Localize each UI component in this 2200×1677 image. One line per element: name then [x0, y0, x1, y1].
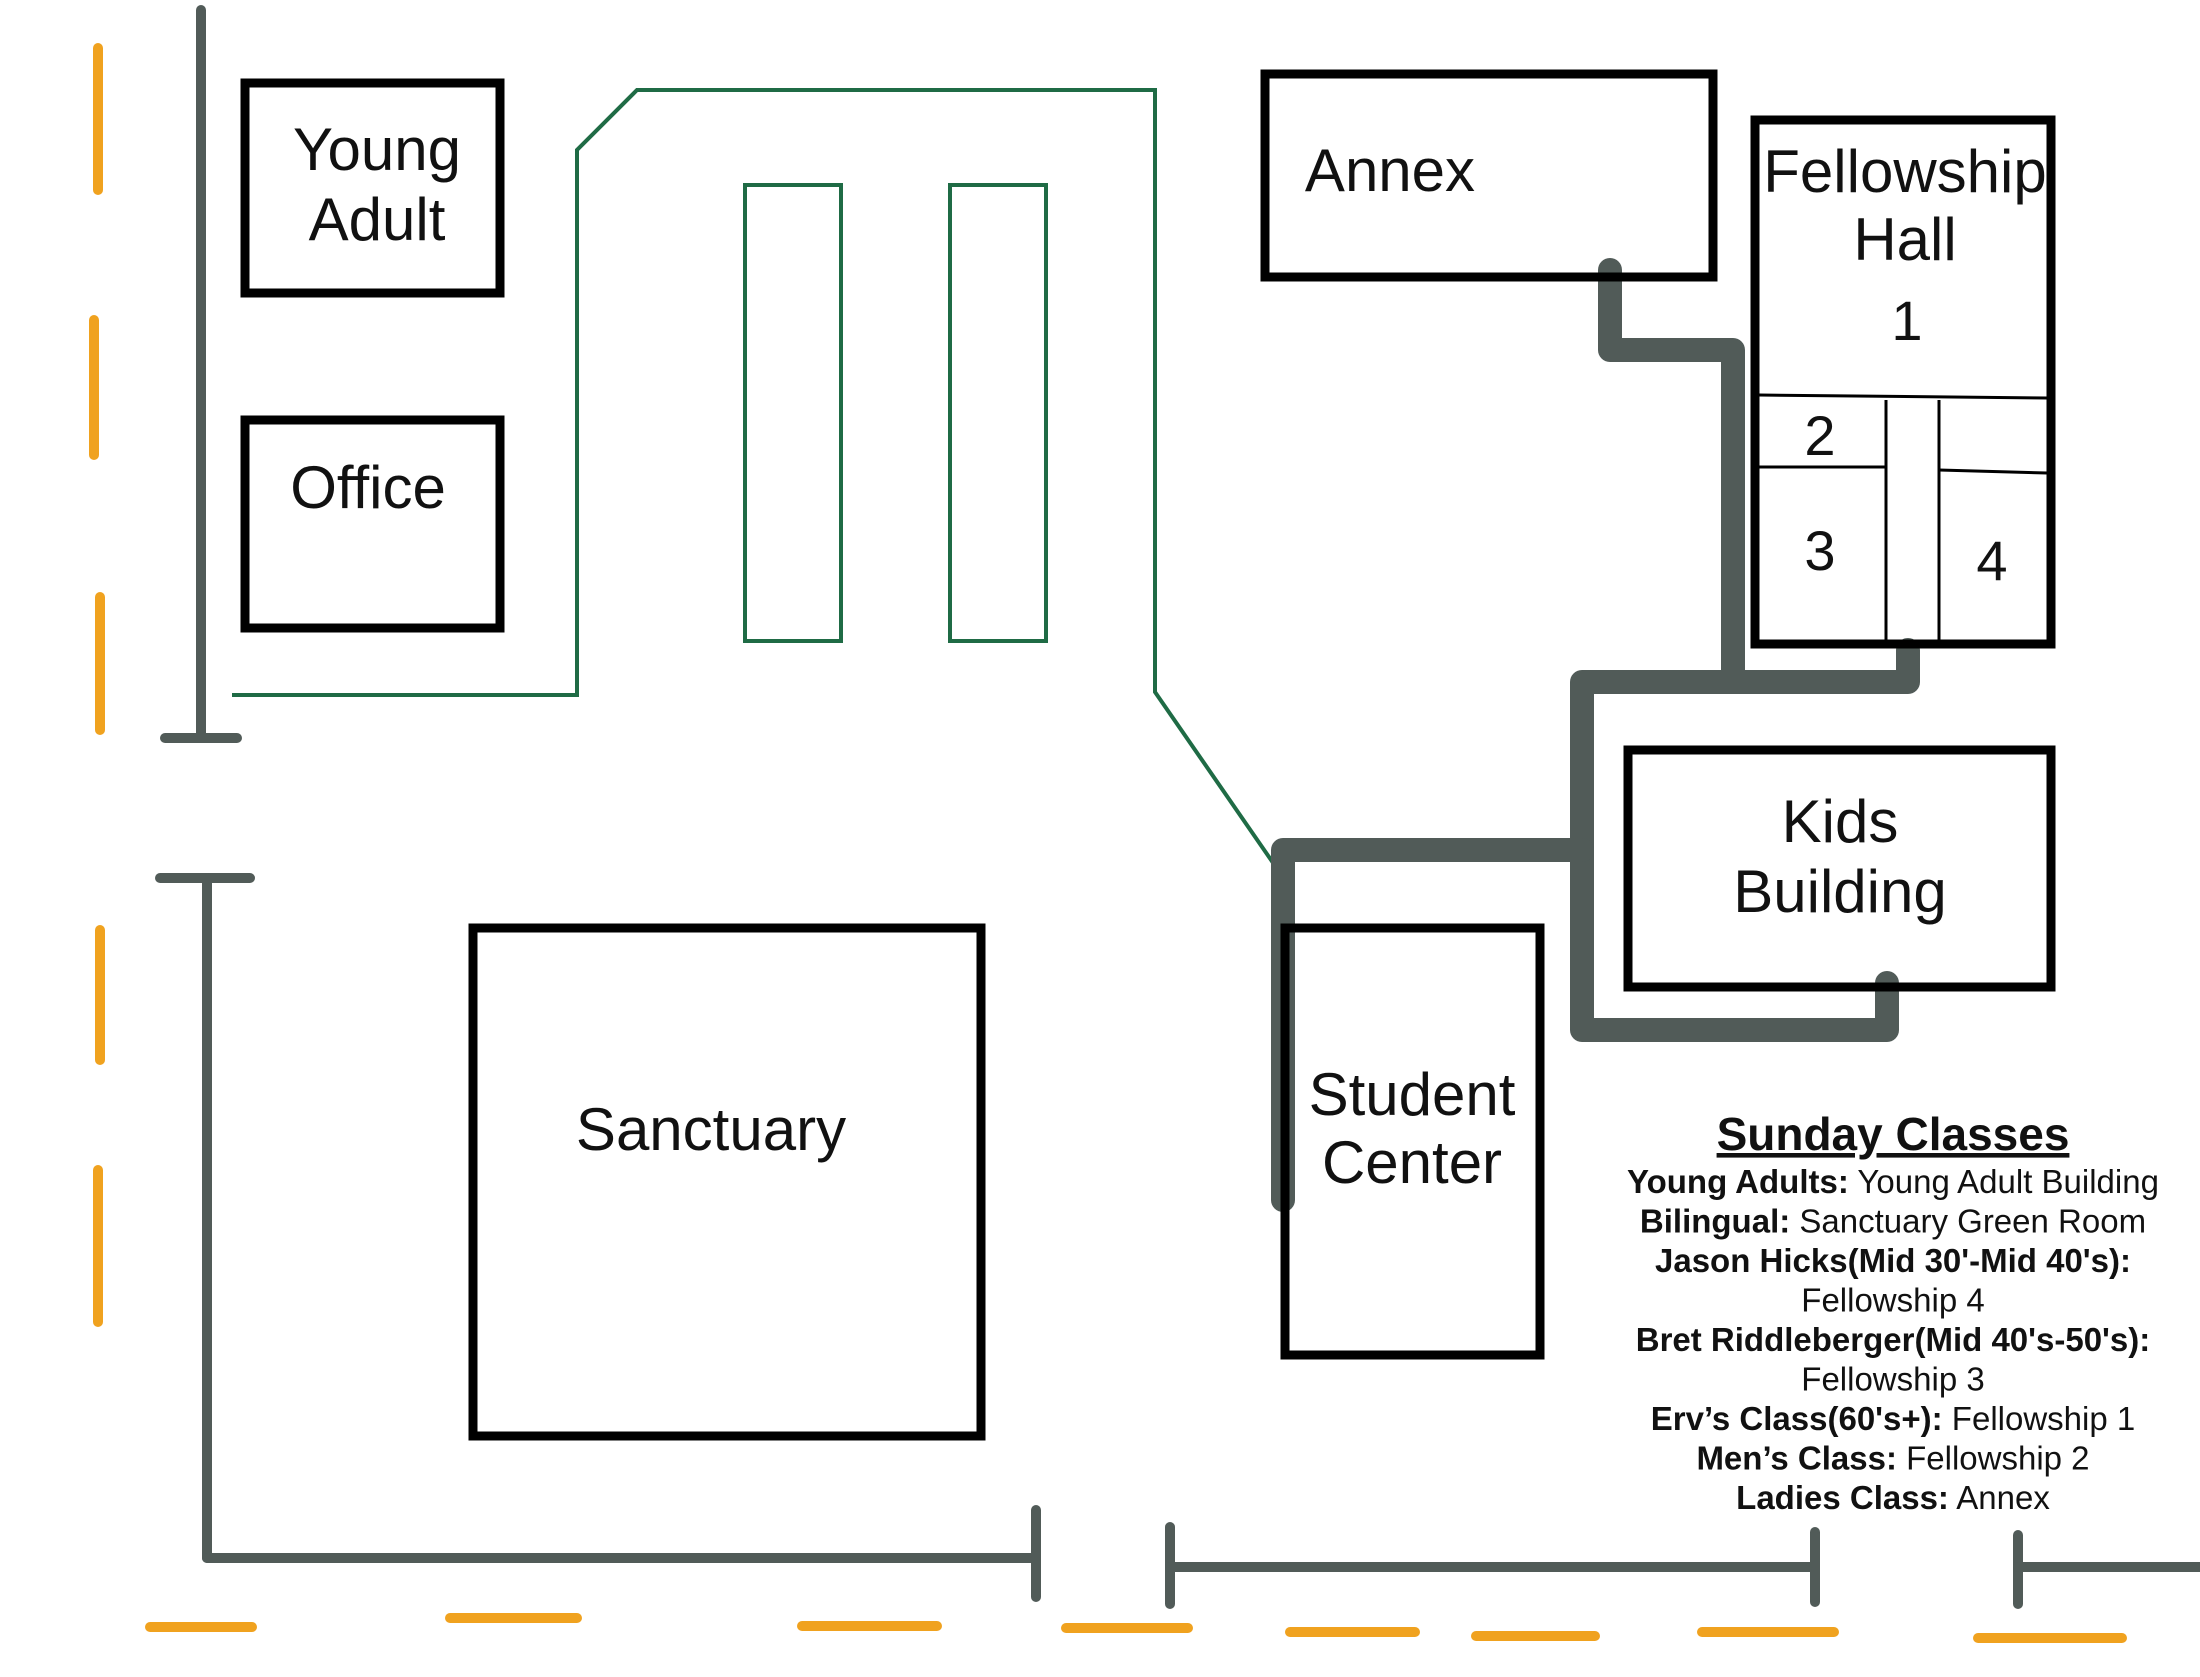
annex-building — [1260, 69, 1718, 282]
kids-building — [1623, 745, 2056, 992]
student-center-building — [1280, 923, 1545, 1360]
legend-lines: Young Adults: Young Adult BuildingBiling… — [1627, 1163, 2159, 1516]
sanctuary-building — [468, 923, 986, 1441]
fellowship-hall-building — [1750, 115, 2056, 649]
legend-line-key: Bilingual: — [1640, 1203, 1790, 1240]
legend-line-value: Fellowship 4 — [1801, 1282, 1984, 1319]
sanctuary-label: Sanctuary — [576, 1096, 846, 1163]
sunday-classes-legend: Sunday Classes Young Adults: Young Adult… — [1627, 1108, 2159, 1516]
legend-line-value: Fellowship 2 — [1897, 1440, 2090, 1477]
fellowship-room-1: 1 — [1891, 289, 1922, 352]
legend-line: Fellowship 4 — [1801, 1282, 1984, 1319]
legend-line: Bret Riddleberger(Mid 40's-50's): — [1636, 1321, 2150, 1358]
street-markings — [89, 43, 2127, 1643]
legend-line: Erv’s Class(60's+): Fellowship 1 — [1651, 1400, 2135, 1437]
young-adult-label-line2: Adult — [309, 186, 446, 253]
legend-line-value: Annex — [1949, 1479, 2050, 1516]
boundary-walls — [155, 5, 2200, 1609]
student-center-label-line1: Student — [1309, 1061, 1516, 1128]
legend-line: Young Adults: Young Adult Building — [1627, 1163, 2159, 1200]
legend-line-key: Jason Hicks(Mid 30'-Mid 40's): — [1655, 1242, 2131, 1279]
legend-line-key: Young Adults: — [1627, 1163, 1849, 1200]
legend-line: Ladies Class: Annex — [1736, 1479, 2050, 1516]
legend-line-value: Young Adult Building — [1849, 1163, 2159, 1200]
parking-lot — [232, 88, 1280, 872]
legend-line-key: Bret Riddleberger(Mid 40's-50's): — [1636, 1321, 2150, 1358]
fellowship-room-2: 2 — [1804, 404, 1835, 467]
legend-line: Jason Hicks(Mid 30'-Mid 40's): — [1655, 1242, 2131, 1279]
legend-title: Sunday Classes — [1717, 1108, 2070, 1160]
legend-line-key: Erv’s Class(60's+): — [1651, 1400, 1943, 1437]
legend-line-key: Ladies Class: — [1736, 1479, 1949, 1516]
kids-building-label-line1: Kids — [1782, 788, 1899, 855]
office-building — [240, 415, 505, 633]
legend-line: Bilingual: Sanctuary Green Room — [1640, 1203, 2146, 1240]
fellowship-room-3: 3 — [1804, 519, 1835, 582]
legend-line: Men’s Class: Fellowship 2 — [1696, 1440, 2089, 1477]
legend-line-value: Fellowship 3 — [1801, 1361, 1984, 1398]
young-adult-building — [240, 78, 505, 298]
annex-label: Annex — [1305, 137, 1475, 204]
student-center-label-line2: Center — [1322, 1129, 1502, 1196]
kids-building-label-line2: Building — [1733, 858, 1947, 925]
fellowship-hall-label-line2: Hall — [1853, 206, 1956, 273]
fellowship-room-dividers — [1758, 393, 2048, 640]
office-label: Office — [290, 454, 446, 521]
fellowship-room-4: 4 — [1976, 529, 2007, 592]
young-adult-label-line1: Young — [293, 116, 461, 183]
buildings — [240, 69, 2056, 1441]
legend-line-key: Men’s Class: — [1696, 1440, 1897, 1477]
fellowship-hall-label-line1: Fellowship — [1763, 138, 2046, 205]
legend-line-value: Fellowship 1 — [1943, 1400, 2136, 1437]
legend-line-value: Sanctuary Green Room — [1790, 1203, 2146, 1240]
legend-line: Fellowship 3 — [1801, 1361, 1984, 1398]
